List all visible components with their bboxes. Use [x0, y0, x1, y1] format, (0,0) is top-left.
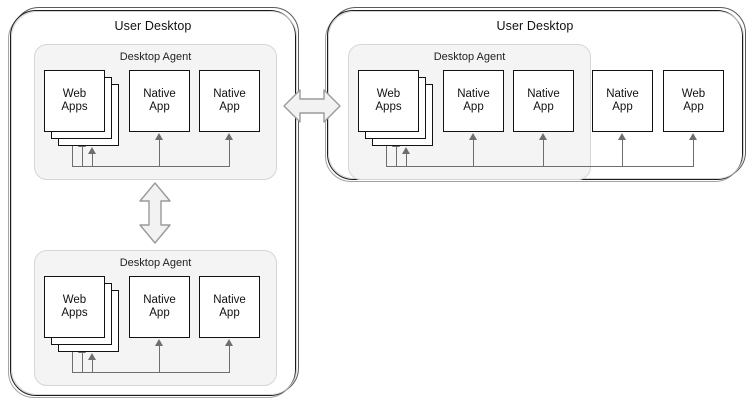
desktop-agent-left-top-title: Desktop Agent [119, 51, 192, 63]
riser-lb-native2 [229, 345, 231, 373]
web-apps-label-lt: Web Apps [61, 87, 88, 114]
riser-r-native-external [622, 139, 624, 167]
native-app-label-r-2: Native App [527, 87, 560, 114]
web-app-r-external[interactable]: Web App [663, 70, 724, 132]
arrowhead-r-webback [402, 147, 410, 154]
riser-lt-webback [92, 153, 94, 167]
desktop-agent-left-bottom-title: Desktop Agent [119, 257, 192, 269]
riser-r-webfront [386, 139, 388, 167]
bus-line-lb [72, 372, 230, 374]
arrowhead-r-native1 [469, 133, 477, 140]
riser-r-webmid [396, 146, 398, 167]
riser-lt-webfront [72, 139, 74, 167]
native-app-lb-1[interactable]: Native App [129, 276, 190, 338]
native-app-lt-2[interactable]: Native App [199, 70, 260, 132]
native-app-lb-2[interactable]: Native App [199, 276, 260, 338]
native-app-label-lb-2: Native App [213, 293, 246, 320]
arrowhead-lt-webback [88, 147, 96, 154]
native-app-label-lt-2: Native App [213, 87, 246, 114]
native-app-r-1[interactable]: Native App [443, 70, 504, 132]
bridge-arrow-vertical[interactable] [136, 182, 174, 244]
desktop-agent-right-title: Desktop Agent [433, 51, 506, 63]
web-app-label-r-external: Web App [681, 87, 706, 114]
user-desktop-left-title: User Desktop [114, 19, 192, 33]
bus-line-r [386, 166, 694, 168]
bus-line-lt [72, 166, 230, 168]
web-apps-stack-front-lb[interactable]: Web Apps [44, 276, 105, 338]
user-desktop-right-title: User Desktop [496, 19, 574, 33]
arrowhead-r-native-external [618, 133, 626, 140]
arrowhead-r-web-external [689, 133, 697, 140]
arrowhead-lt-native2 [225, 133, 233, 140]
native-app-r-2[interactable]: Native App [513, 70, 574, 132]
native-app-r-external[interactable]: Native App [592, 70, 653, 132]
riser-lb-native1 [159, 345, 161, 373]
native-app-label-r-1: Native App [457, 87, 490, 114]
native-app-label-lb-1: Native App [143, 293, 176, 320]
native-app-lt-1[interactable]: Native App [129, 70, 190, 132]
arrowhead-lt-native1 [155, 133, 163, 140]
riser-lb-webback [92, 359, 94, 373]
native-app-label-r-external: Native App [606, 87, 639, 114]
riser-lt-native1 [159, 139, 161, 167]
web-apps-stack-front-lt[interactable]: Web Apps [44, 70, 105, 132]
riser-r-native2 [543, 139, 545, 167]
arrowhead-lb-webback [88, 353, 96, 360]
riser-lt-webmid [82, 146, 84, 167]
riser-lb-webmid [82, 352, 84, 373]
riser-r-webback [406, 153, 408, 167]
native-app-label-lt-1: Native App [143, 87, 176, 114]
arrowhead-r-native2 [539, 133, 547, 140]
riser-lt-native2 [229, 139, 231, 167]
riser-r-native1 [473, 139, 475, 167]
desktop-frame-outline-left-c [11, 11, 297, 395]
web-apps-label-lb: Web Apps [61, 293, 88, 320]
riser-r-web-external [693, 139, 695, 167]
arrowhead-lb-native2 [225, 339, 233, 346]
arrowhead-lb-native1 [155, 339, 163, 346]
riser-lb-webfront [72, 345, 74, 373]
web-apps-stack-front-r[interactable]: Web Apps [358, 70, 419, 132]
web-apps-label-r: Web Apps [375, 87, 402, 114]
bridge-arrow-horizontal[interactable] [283, 87, 341, 125]
